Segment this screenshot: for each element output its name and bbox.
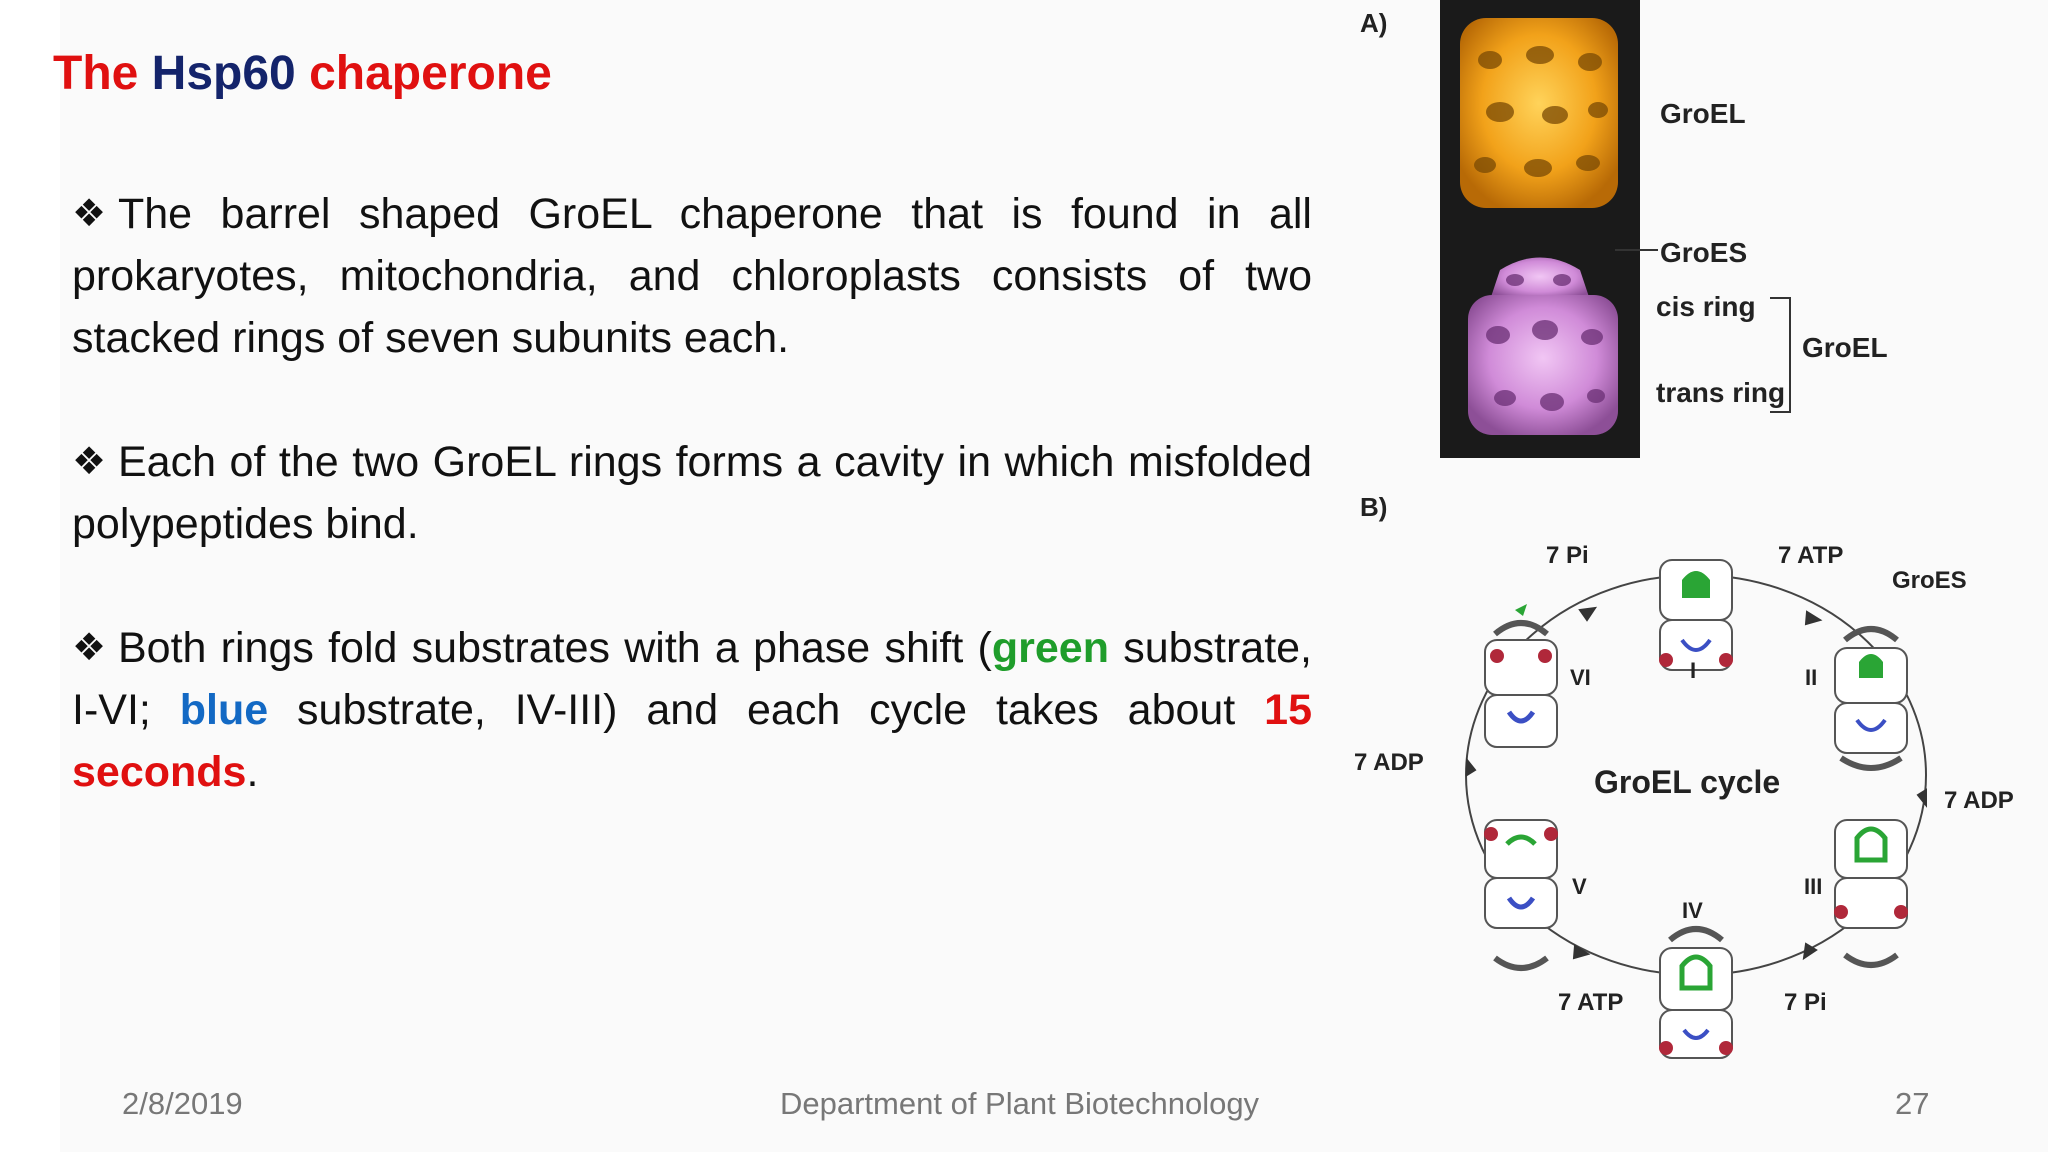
label-groes-cycle: GroES	[1892, 567, 1967, 594]
slide-title: The Hsp60 chaperone	[53, 46, 552, 101]
green-highlight: green	[991, 624, 1109, 672]
label-groel-cycle: GroEL cycle	[1594, 764, 1780, 800]
label-7-pi-bottom: 7 Pi	[1784, 989, 1827, 1016]
label-cis-ring: cis ring	[1656, 291, 1756, 322]
title-part-chaperone: chaperone	[295, 47, 552, 100]
label-7-adp-right: 7 ADP	[1944, 787, 2014, 814]
bullet-item-3: ❖ Both rings fold substrates with a phase…	[72, 617, 1312, 803]
ring-bracket	[1770, 297, 1791, 413]
groel-figure: A) GroEL GroES cis ring trans ring GroEL…	[1354, 0, 2014, 1059]
panel-b-label: B)	[1360, 492, 1387, 522]
label-7-atp-bottom: 7 ATP	[1558, 989, 1623, 1016]
footer-department: Department of Plant Biotechnology	[780, 1086, 1260, 1121]
cycle-arrows	[1466, 606, 1927, 961]
blue-highlight: blue	[179, 686, 269, 734]
label-7-pi-top: 7 Pi	[1546, 542, 1589, 569]
bullet-text-segment: Both rings fold substrates with a phase …	[118, 624, 992, 672]
diamond-bullet-icon: ❖	[72, 627, 107, 669]
stage-label-III: III	[1804, 874, 1822, 899]
label-groel-top: GroEL	[1660, 98, 1746, 129]
cycle-complexes	[1484, 559, 1908, 1059]
footer-date: 2/8/2019	[122, 1086, 243, 1121]
stage-label-IV: IV	[1682, 898, 1703, 923]
bullet-item-1: ❖The barrel shaped GroEL chaperone that …	[72, 183, 1312, 369]
red-highlight: 15 seconds	[72, 686, 1312, 796]
bullet-text-segment: substrate, IV-III) and each cycle takes …	[268, 686, 1265, 734]
bullet-text-segment: substrate, I-VI;	[72, 624, 1313, 734]
diamond-bullet-icon: ❖	[72, 441, 107, 483]
bullet-item-2: ❖Each of the two GroEL rings forms a cav…	[72, 431, 1312, 555]
bullet-list: ❖The barrel shaped GroEL chaperone that …	[72, 183, 1312, 865]
groel-structure-image	[1460, 18, 1618, 208]
stage-label-V: V	[1572, 874, 1587, 899]
stage-label-II: II	[1805, 665, 1817, 690]
groel-groes-structure-image	[1468, 257, 1618, 435]
label-groes: GroES	[1660, 237, 1747, 268]
title-part-the: The	[53, 47, 152, 100]
title-part-hsp60: Hsp60	[151, 47, 296, 100]
bullet-text: The barrel shaped GroEL chaperone that i…	[72, 190, 1312, 362]
footer-page-number: 27	[1895, 1086, 1930, 1121]
stage-label-I: I	[1690, 658, 1696, 683]
diamond-bullet-icon: ❖	[72, 193, 107, 235]
label-groel-bracket: GroEL	[1802, 332, 1888, 363]
label-7-adp-left: 7 ADP	[1354, 749, 1424, 776]
label-trans-ring: trans ring	[1656, 377, 1785, 408]
panel-a-label: A)	[1360, 8, 1387, 38]
stage-label-VI: VI	[1570, 665, 1591, 690]
label-7-atp-top: 7 ATP	[1778, 542, 1843, 569]
bullet-text-segment: .	[246, 748, 259, 796]
bullet-text: Each of the two GroEL rings forms a cavi…	[72, 438, 1312, 548]
